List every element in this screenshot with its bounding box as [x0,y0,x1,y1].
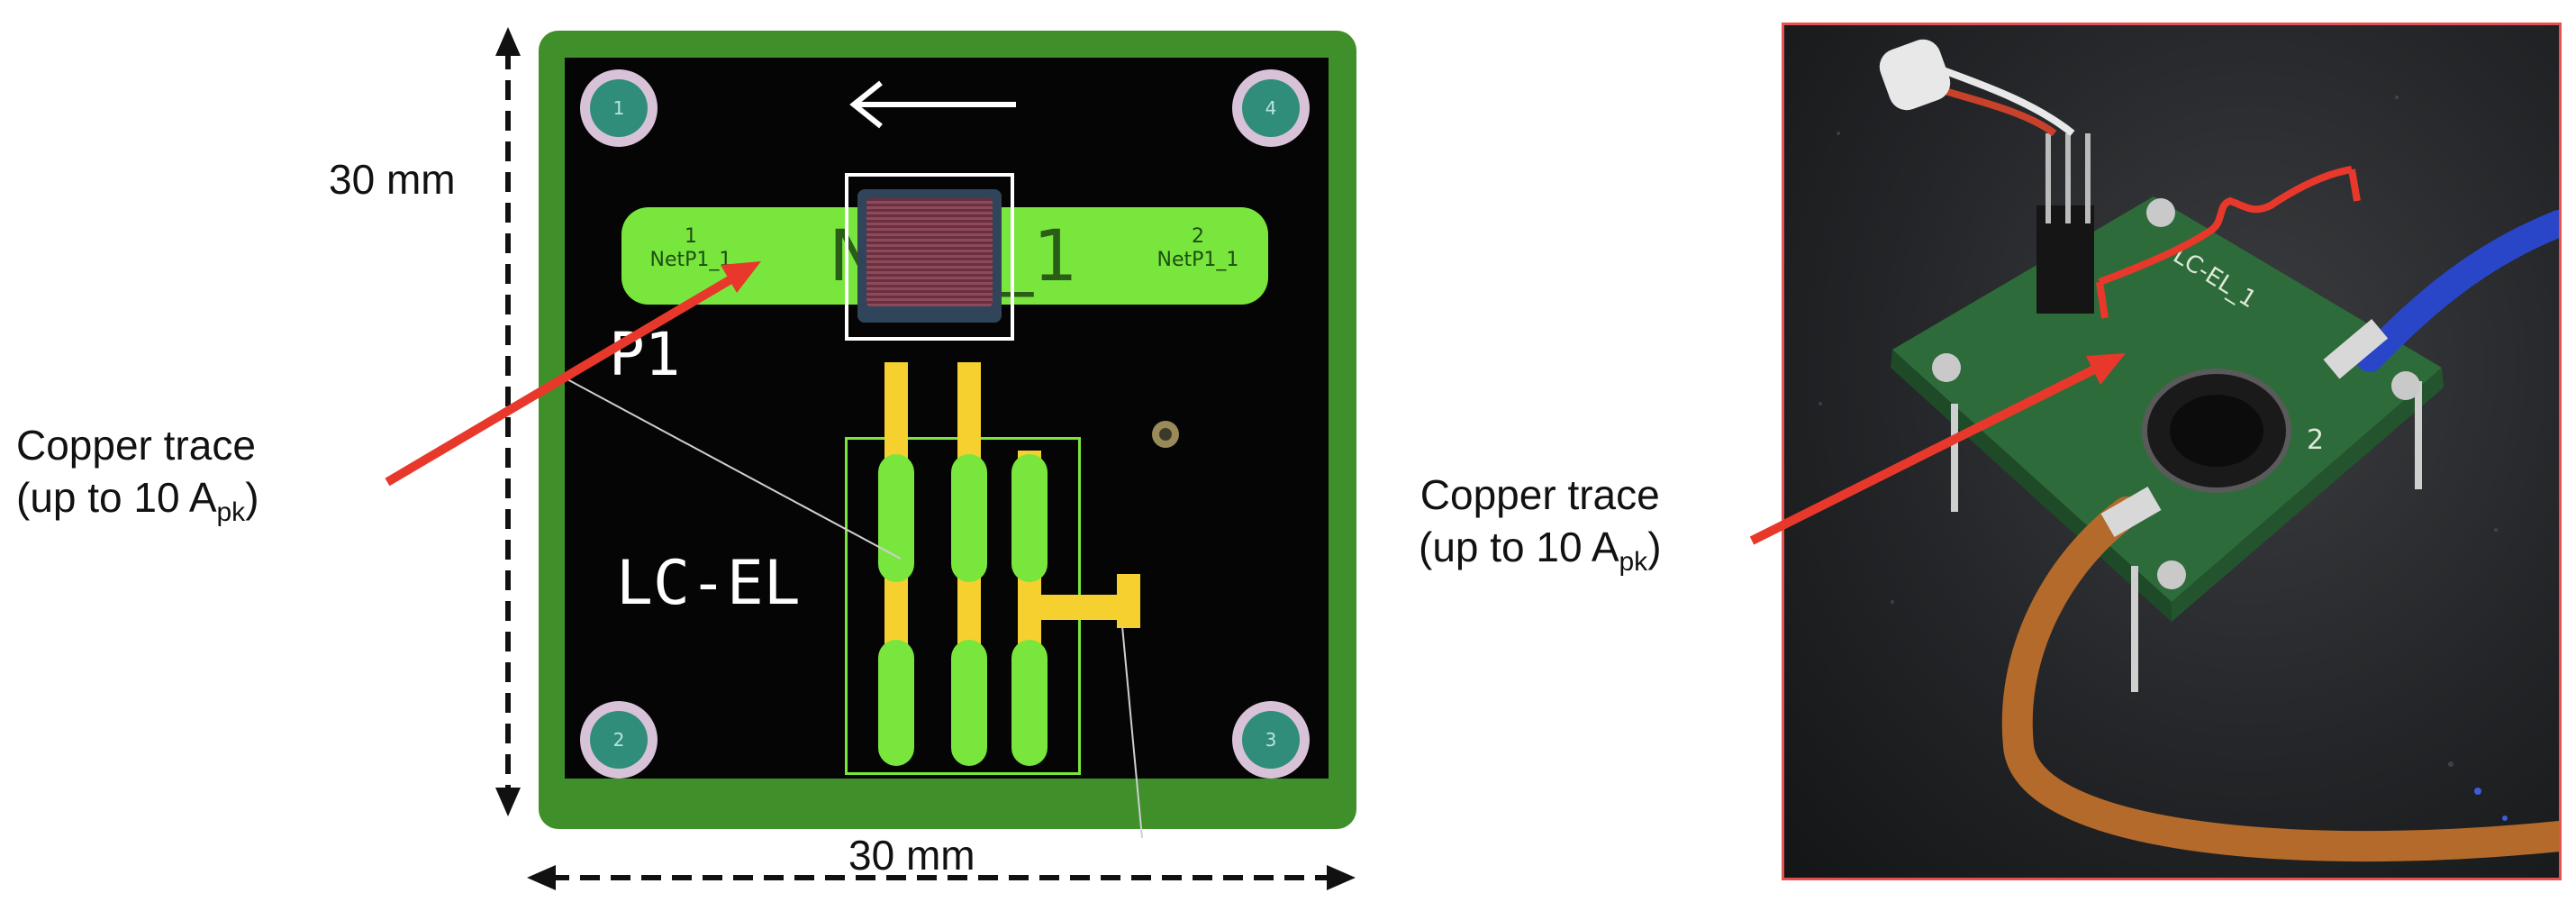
mounting-hole-1: 1 [580,69,658,147]
copper-trace-label-left: Copper trace (up to 10 Apk) [16,419,259,539]
pcb-board [565,58,1329,779]
trace-connector [1018,595,1117,620]
copper-pad [878,640,914,766]
ratsnest-line [1121,625,1143,839]
copper-pad [951,640,987,766]
pointer-arrow-left [385,261,761,487]
trace-highlight-brace [2096,281,2109,319]
dimension-vertical-label: 30 mm [329,156,456,203]
copper-pad [878,454,914,582]
trace-highlight-brace [2098,166,2353,286]
via-center [1159,428,1172,441]
copper-trace-current: (up to 10 Apk) [1419,524,1662,577]
board-photo: LC-EL_1 2 [1782,23,2562,880]
copper-trace-current: (up to 10 Apk) [16,474,259,527]
copper-pad [1011,640,1048,766]
direction-arrow-icon [849,80,1016,129]
mounting-hole-3: 3 [1232,701,1310,779]
copper-trace-title: Copper trace [16,422,256,469]
board-label: LC-EL [616,548,801,619]
mounting-hole-4: 4 [1232,69,1310,147]
mounting-hole-2: 2 [580,701,658,779]
copper-trace-title: Copper trace [1420,471,1660,518]
trace-highlight-brace [2348,169,2361,202]
sensor-chip [857,189,1002,323]
dimension-horizontal-arrow [527,865,1356,890]
trace-pad [1117,574,1140,628]
dimension-horizontal-label: 30 mm [848,832,975,879]
board-photo-illustration: LC-EL_1 2 [1819,39,2559,862]
ratsnest-line [565,378,902,560]
dimension-vertical-arrow [495,27,521,816]
copper-pad [1011,454,1048,582]
copper-trace-label-right: Copper trace (up to 10 Apk) [1419,469,1662,588]
copper-pad [951,454,987,582]
photo-marking: 2 [2307,424,2324,456]
component-outline [845,173,1014,341]
